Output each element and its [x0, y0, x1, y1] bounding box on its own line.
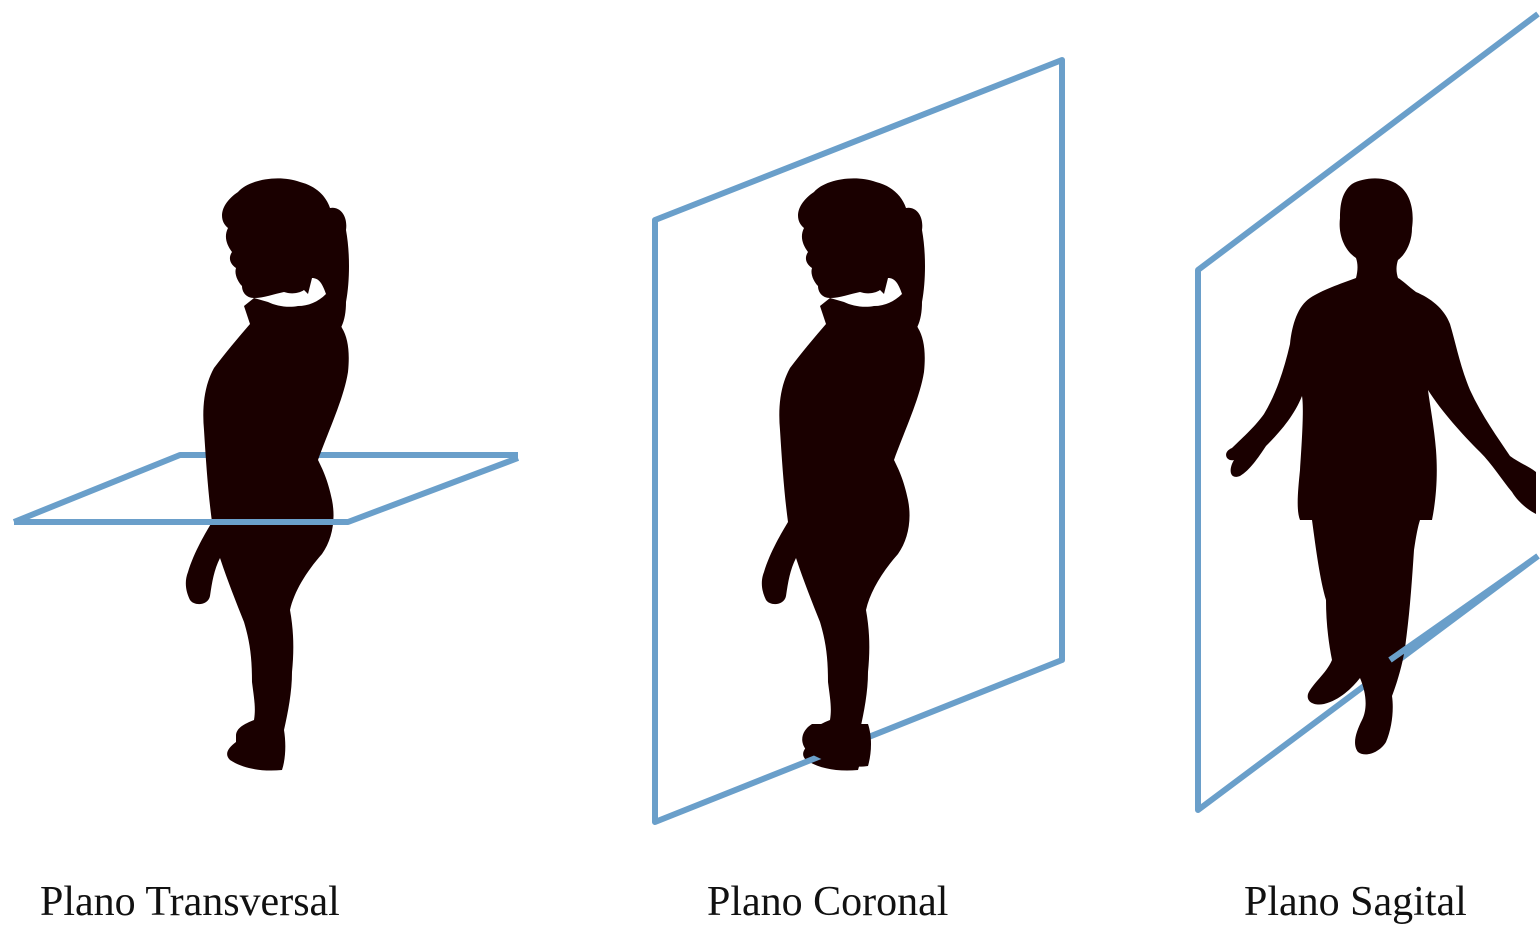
caption-transversal: Plano Transversal [40, 878, 340, 926]
panel-coronal [655, 60, 1062, 822]
caption-sagital: Plano Sagital [1244, 878, 1467, 926]
panel-transversal [14, 178, 518, 770]
caption-coronal: Plano Coronal [707, 878, 948, 926]
front-silhouette [1226, 178, 1536, 754]
side-silhouette-1 [186, 178, 349, 770]
panel-sagital [1198, 14, 1538, 810]
side-silhouette-2 [762, 178, 925, 770]
